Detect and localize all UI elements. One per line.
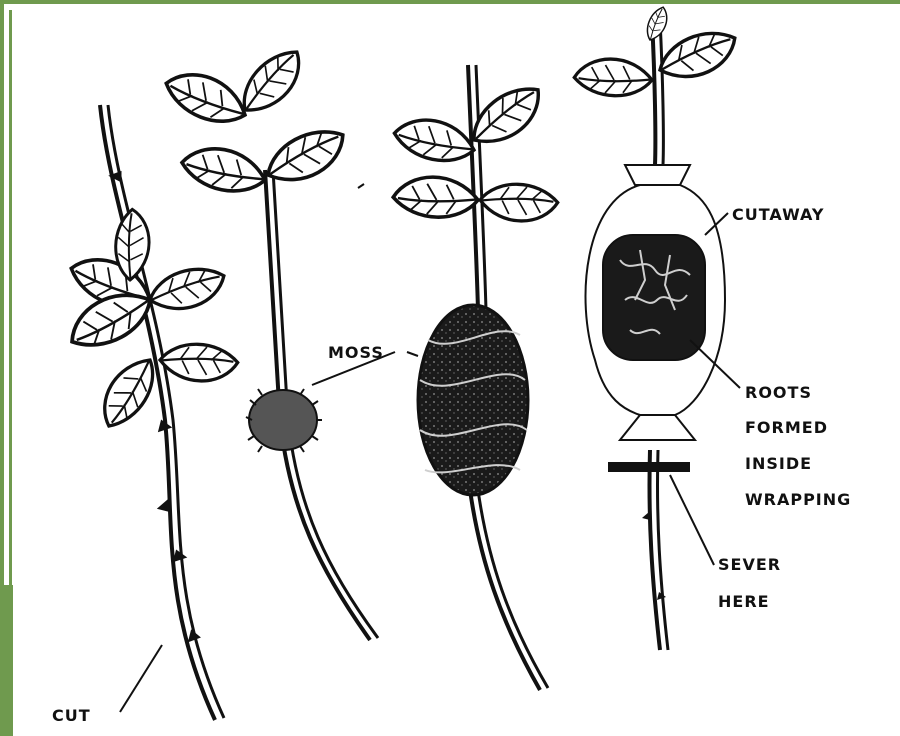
label-sever-line-2: HERE [718, 594, 770, 610]
moss-ball [246, 389, 322, 452]
label-roots-line-4: WRAPPING [745, 492, 851, 508]
clear-wrapping [585, 165, 725, 440]
stem-2-moss [160, 43, 395, 640]
stem-1-leaves [62, 207, 240, 433]
stem-3-wrapped [390, 65, 560, 690]
cutaway-window [603, 235, 705, 360]
label-sever-line-1: SEVER [718, 557, 781, 573]
label-roots-line-3: INSIDE [745, 456, 812, 472]
sever-mark [608, 462, 690, 472]
label-moss: MOSS [328, 345, 384, 361]
stem-2-leaves [160, 43, 352, 203]
stem-4-cutaway [572, 5, 741, 650]
stem-3-leaves [390, 79, 560, 227]
label-cutaway: CUTAWAY [732, 207, 824, 223]
stem-1-cut [62, 105, 240, 720]
wrapped-moss-bundle [418, 305, 528, 495]
label-cut: CUT [52, 708, 91, 724]
stem-4-leaves [572, 5, 741, 103]
label-roots-line-1: ROOTS [745, 385, 812, 401]
label-roots-line-2: FORMED [745, 420, 828, 436]
